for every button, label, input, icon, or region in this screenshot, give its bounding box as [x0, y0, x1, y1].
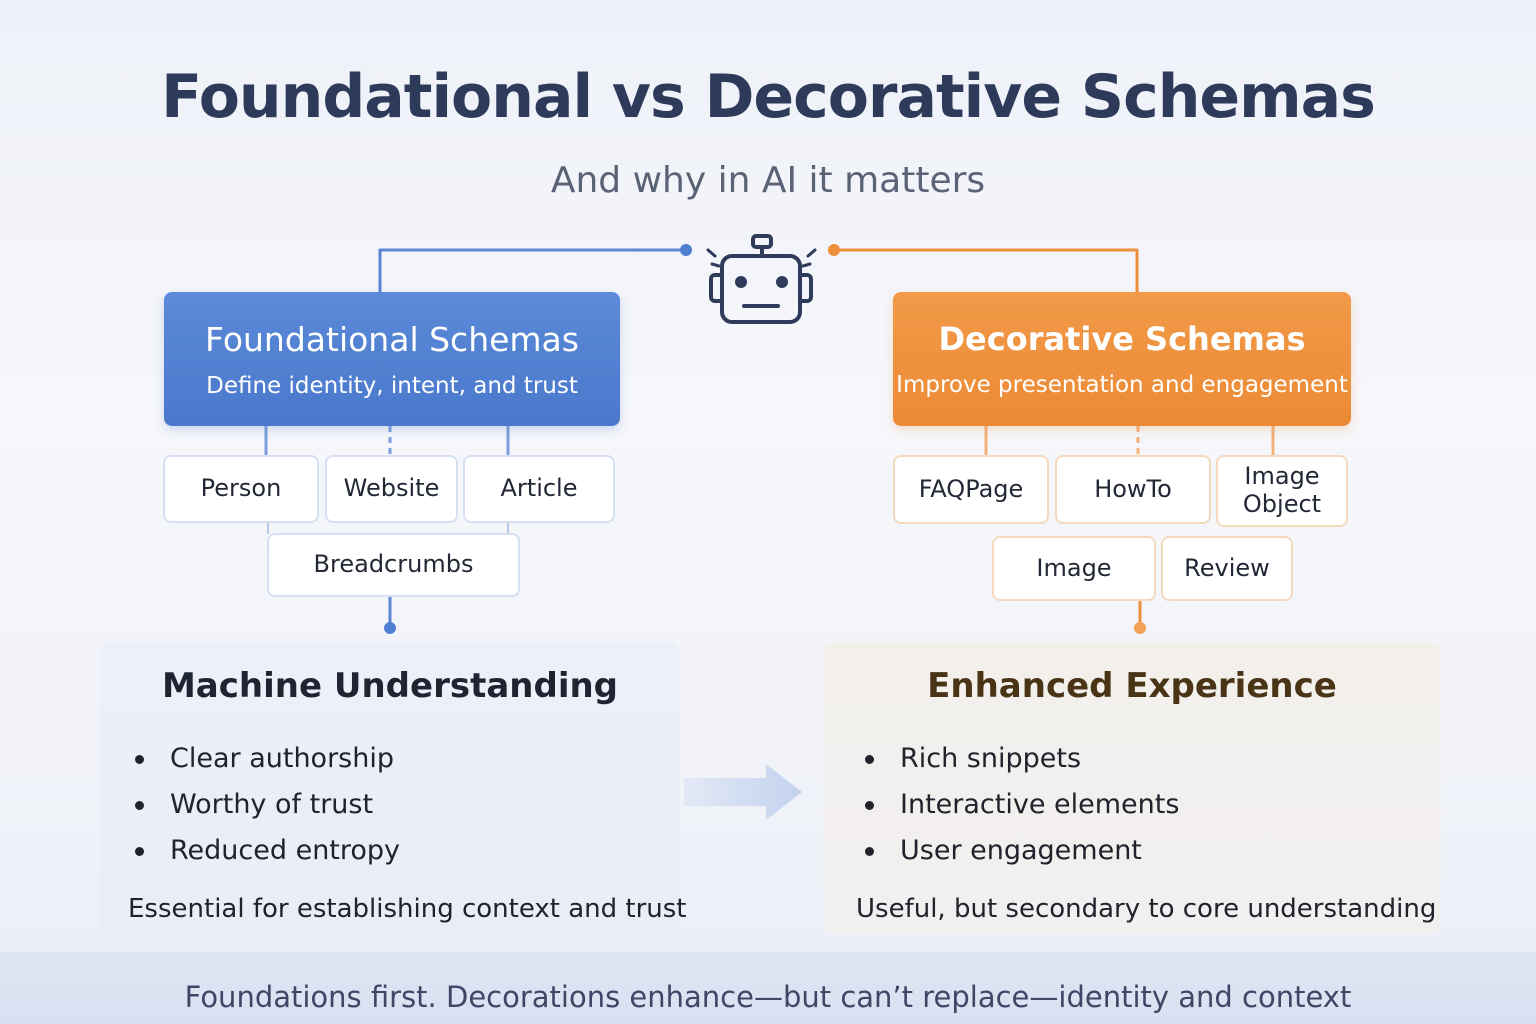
decorative-subtitle: Improve presentation and engagement [896, 372, 1348, 398]
foundational-title: Foundational Schemas [205, 320, 579, 359]
list-item: Worthy of trust [100, 782, 680, 828]
bullet-text: Reduced entropy [170, 835, 401, 866]
chip-image-object: Image Object [1216, 455, 1348, 527]
chip-review: Review [1161, 536, 1293, 601]
machine-understanding-panel: Machine Understanding Clear authorship W… [100, 642, 687, 934]
bullet-dot [135, 801, 144, 810]
bullet-dot [865, 847, 874, 856]
bullet-list: Rich snippets Interactive elements User … [823, 736, 1441, 874]
chip-breadcrumbs: Breadcrumbs [267, 533, 520, 597]
chip-faqpage: FAQPage [893, 455, 1049, 524]
enhanced-experience-panel: Enhanced Experience Rich snippets Intera… [823, 642, 1441, 934]
robot-icon [706, 234, 817, 324]
decorative-title: Decorative Schemas [938, 320, 1306, 358]
foundational-subtitle: Define identity, intent, and trust [206, 373, 578, 399]
bullet-dot [865, 801, 874, 810]
panel-title: Machine Understanding [161, 666, 619, 706]
panel-title: Enhanced Experience [927, 666, 1337, 706]
bullet-text: Interactive elements [900, 789, 1180, 820]
bullet-list: Clear authorship Worthy of trust Reduced… [100, 736, 680, 874]
foundational-schemas-header: Foundational Schemas Define identity, in… [164, 292, 620, 426]
right-arrow-icon [684, 764, 802, 820]
page-title: Foundational vs Decorative Schemas [161, 62, 1376, 132]
list-item: Reduced entropy [100, 828, 680, 874]
list-item: User engagement [823, 828, 1441, 874]
bullet-text: Worthy of trust [170, 789, 374, 820]
chip-person: Person [163, 455, 319, 523]
panel-note: Useful, but secondary to core understand… [856, 894, 1437, 924]
footer-text: Foundations first. Decorations enhance—b… [184, 980, 1352, 1014]
page-subtitle: And why in AI it matters [550, 160, 986, 201]
bullet-dot [135, 755, 144, 764]
chip-howto: HowTo [1055, 455, 1211, 524]
panel-note: Essential for establishing context and t… [128, 894, 687, 924]
decorative-schemas-header: Decorative Schemas Improve presentation … [893, 292, 1351, 426]
chip-article: Article [463, 455, 615, 523]
footer-band [0, 952, 1536, 1024]
bullet-dot [135, 847, 144, 856]
bullet-text: Clear authorship [170, 743, 394, 774]
list-item: Clear authorship [100, 736, 680, 782]
list-item: Rich snippets [823, 736, 1441, 782]
bullet-text: User engagement [900, 835, 1142, 866]
bullet-text: Rich snippets [900, 743, 1082, 774]
list-item: Interactive elements [823, 782, 1441, 828]
chip-image: Image [992, 536, 1156, 601]
chip-website: Website [325, 455, 458, 523]
bullet-dot [865, 755, 874, 764]
